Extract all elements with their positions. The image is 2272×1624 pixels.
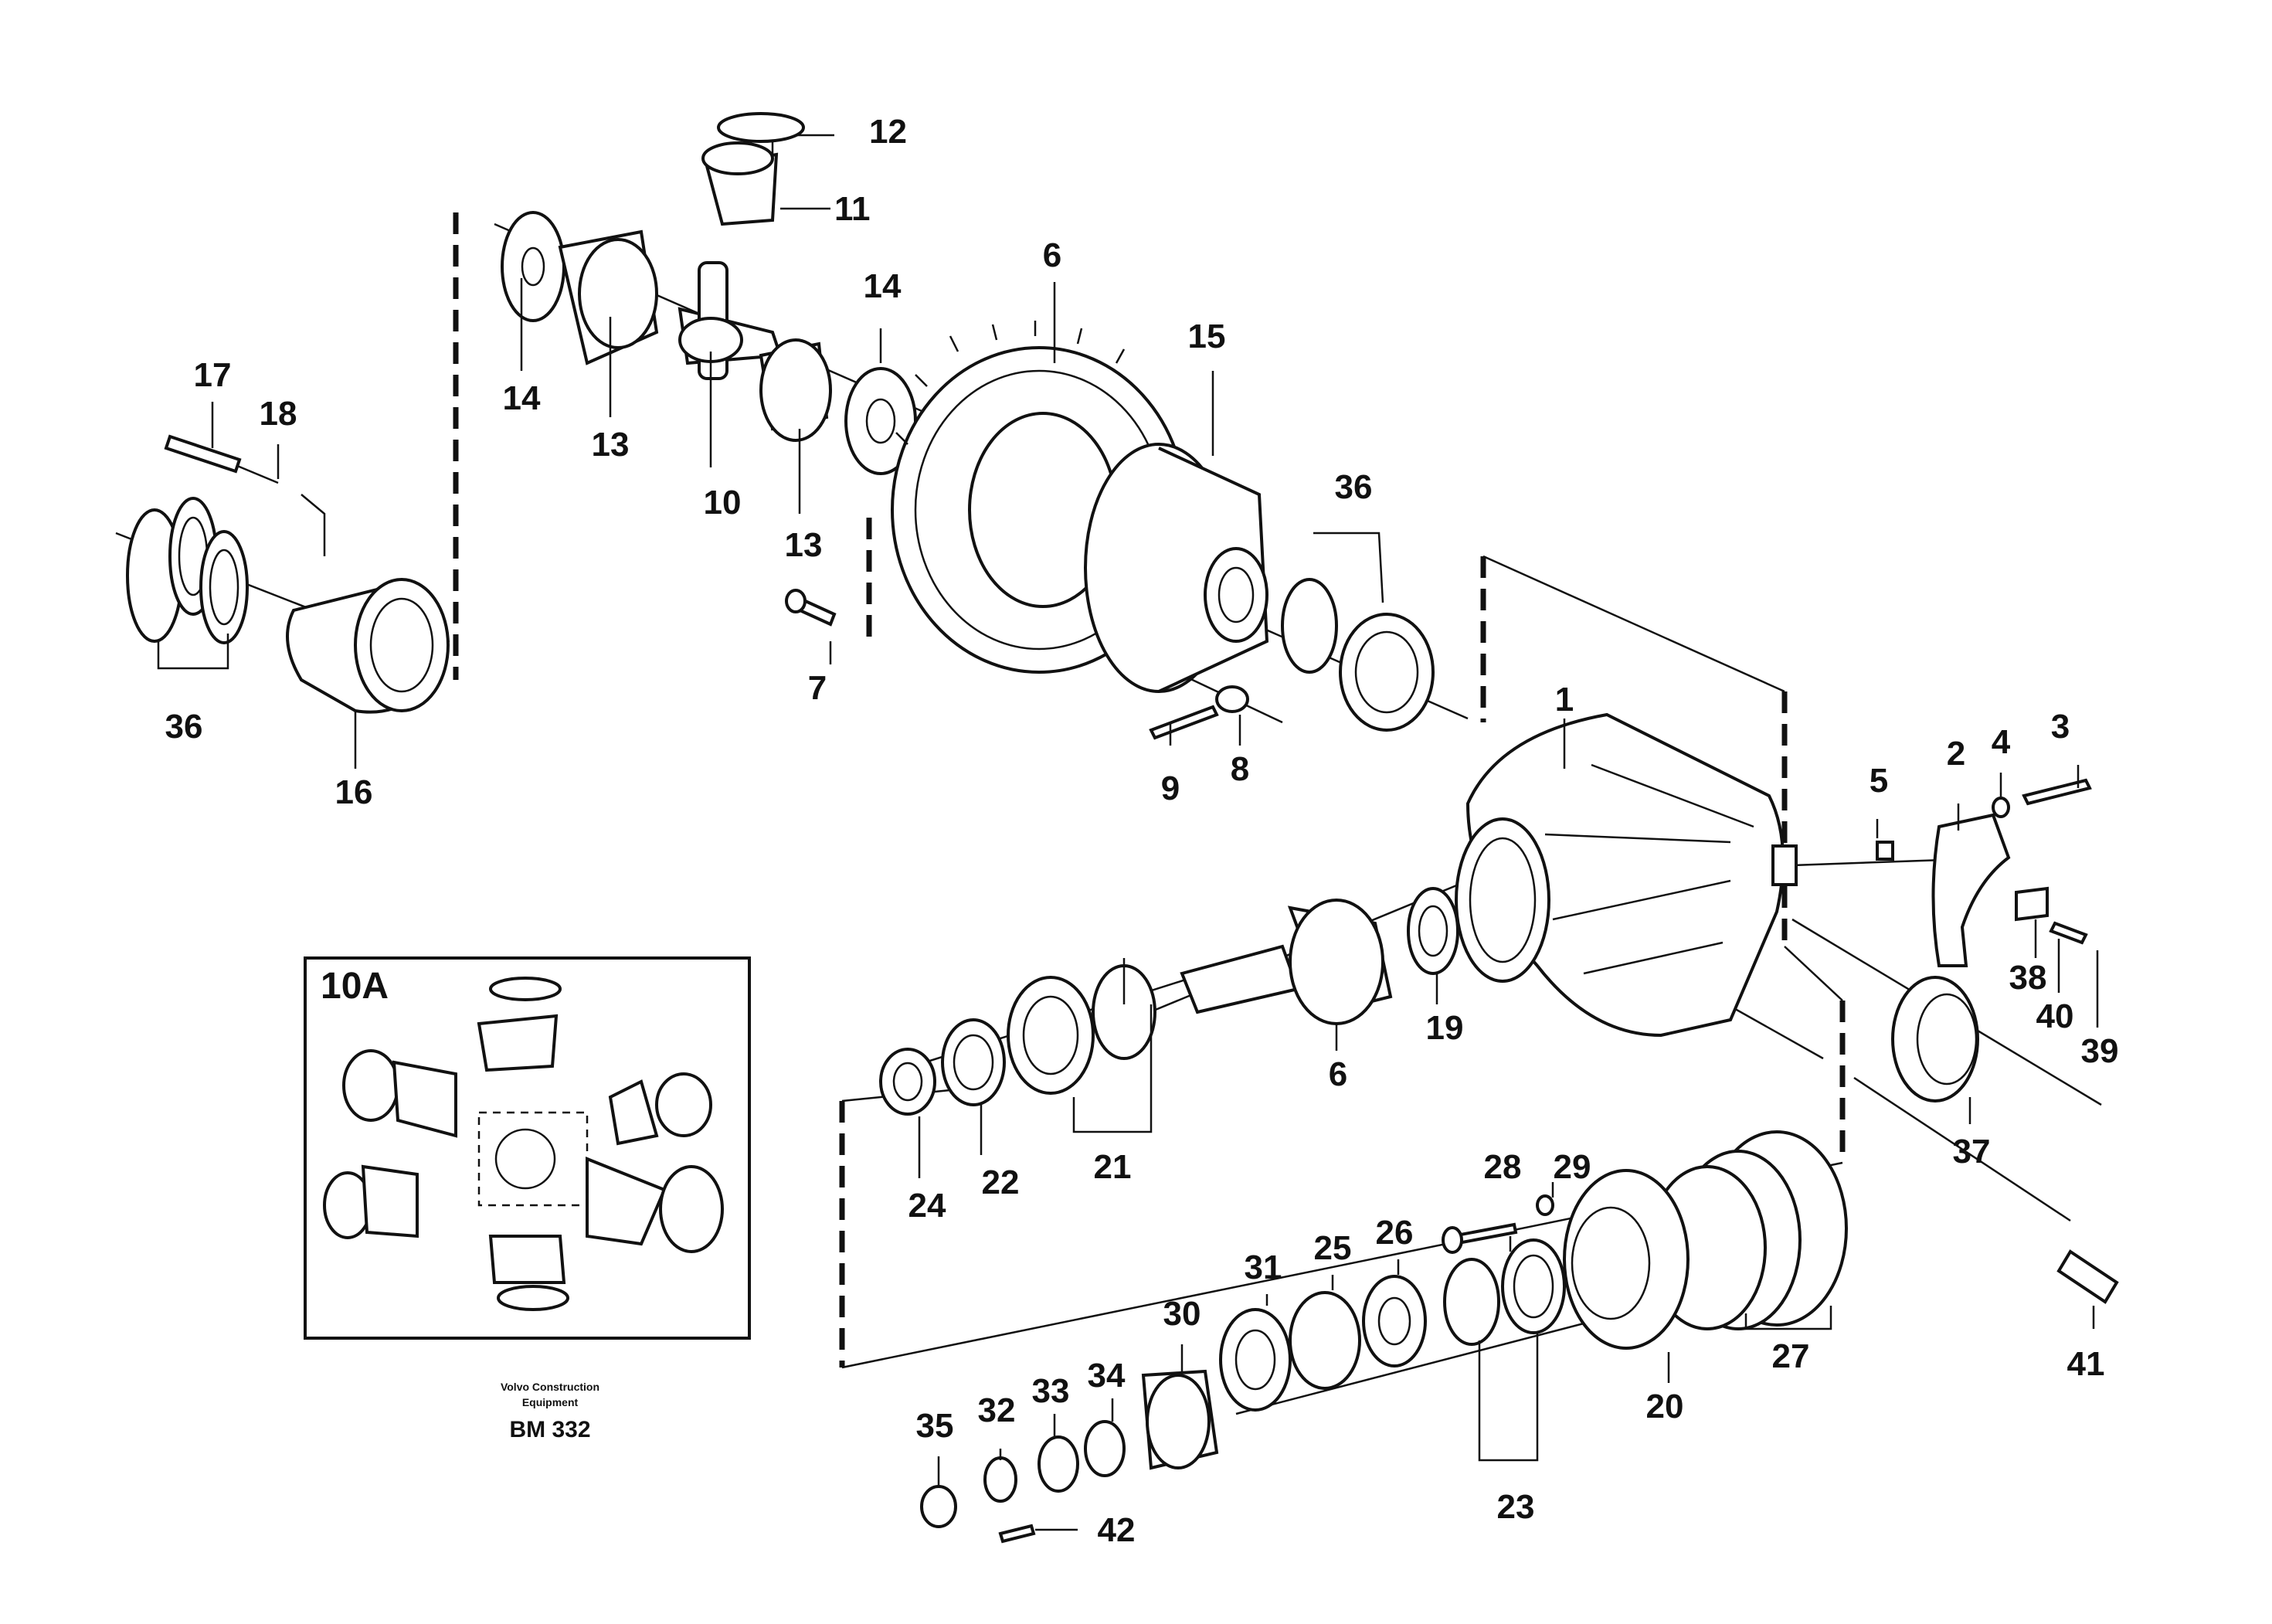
callout-28: 28 [1484,1148,1522,1186]
callout-21: 21 [1094,1148,1132,1186]
callout-6-ring-gear: 6 [1043,236,1061,274]
callout-8: 8 [1231,750,1249,788]
credit-line-1: Volvo Construction [501,1381,599,1393]
pinion-housing [1455,712,1798,1038]
callout-17: 17 [194,356,232,394]
callout-42: 42 [1098,1511,1136,1549]
callout-31: 31 [1245,1249,1282,1286]
callout-19: 19 [1426,1009,1464,1047]
credit-line-2: Equipment [522,1396,579,1408]
callout-11: 11 [834,190,871,228]
callout-30: 30 [1163,1295,1201,1333]
callout-14-lower: 14 [503,379,541,417]
callout-27: 27 [1772,1337,1810,1375]
callout-4: 4 [1992,723,2011,761]
pinion-cover [1563,1130,1848,1350]
callout-26: 26 [1376,1214,1414,1252]
callout-32: 32 [978,1391,1016,1429]
callout-20: 20 [1646,1388,1684,1425]
callout-13-left: 13 [592,426,630,464]
callout-22: 22 [982,1164,1020,1201]
callout-18: 18 [260,395,297,433]
callout-3: 3 [2051,708,2070,746]
callout-37: 37 [1953,1133,1991,1170]
inset-10a: 10A [304,956,751,1340]
callout-29: 29 [1554,1148,1591,1186]
callout-24: 24 [908,1187,946,1225]
callout-40: 40 [2036,997,2074,1035]
callout-38: 38 [2009,959,2047,997]
drive-pinion [1180,887,1459,1025]
callout-34: 34 [1088,1357,1126,1395]
callout-25: 25 [1314,1229,1352,1267]
companion-flange [920,1194,1554,1544]
callout-6-pinion: 6 [1329,1055,1347,1093]
spider-gear-set [501,112,917,475]
callout-36-left: 36 [165,708,203,746]
callout-15: 15 [1188,318,1226,355]
differential-case [1084,443,1269,693]
bearing-cap [1876,778,2092,967]
adjusting-ring [1891,976,1979,1102]
callout-41: 41 [2067,1345,2105,1383]
front-seal-stack [1219,1238,1566,1412]
callout-2: 2 [1947,735,1965,773]
callout-39: 39 [2081,1032,2119,1070]
credit-block: Volvo Construction Equipment BM 332 [501,1381,599,1442]
differential-carrier-left [126,434,450,714]
callout-numbers: 12 11 6 14 15 14 13 10 13 36 17 18 36 16… [165,113,2119,1549]
callout-14-upper: 14 [864,267,902,305]
callout-23: 23 [1497,1488,1535,1526]
callout-9: 9 [1161,770,1180,807]
callout-13-right: 13 [785,526,823,564]
callout-1: 1 [1555,681,1574,719]
ring-gear-bolts [785,589,1249,740]
callout-10: 10 [704,484,742,522]
callout-7: 7 [808,669,827,707]
inset-title: 10A [321,966,389,1007]
credit-code: BM 332 [509,1417,590,1442]
pinion-bearings [879,964,1156,1116]
callout-36-right: 36 [1335,468,1373,506]
callout-leaders [157,134,2099,1531]
callout-33: 33 [1032,1372,1070,1410]
callout-35: 35 [916,1407,954,1445]
callout-12: 12 [869,113,907,151]
bearing-right [1281,578,1435,732]
stud-bolt [2056,1249,2119,1304]
callout-5: 5 [1870,762,1888,800]
callout-16: 16 [335,773,373,811]
